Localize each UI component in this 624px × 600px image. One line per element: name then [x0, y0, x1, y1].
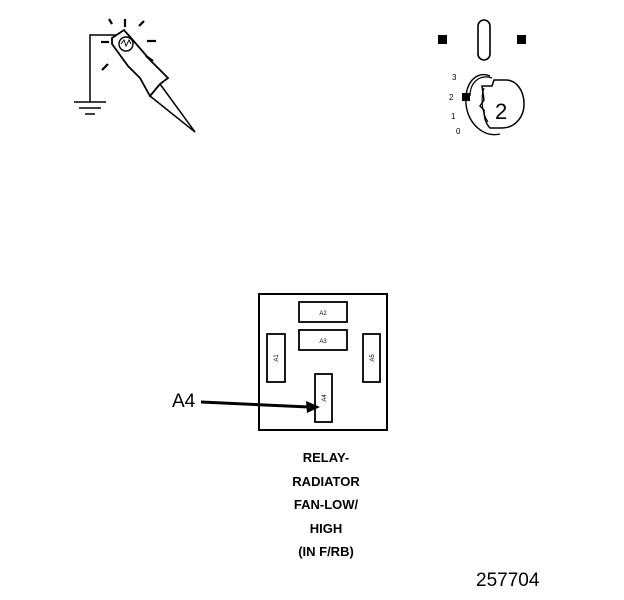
cavity-a5-label: A5: [370, 354, 376, 362]
cavity-a1-label: A1: [274, 354, 280, 362]
cavity-a4-label: A4: [322, 394, 328, 402]
relay-connector: A2 A3 A1 A5 A4: [258, 293, 388, 431]
relay-cavity-a3: A3: [298, 329, 348, 351]
lamp-glow-rays: [101, 18, 156, 71]
caption-line-5: (IN F/RB): [298, 544, 354, 559]
relay-cavity-a4: A4: [314, 373, 333, 423]
caption-line-3: FAN-LOW/: [293, 497, 359, 512]
position-1-label: 1: [451, 112, 456, 121]
test-lamp-probe-icon: [74, 28, 196, 133]
caption-line-2: RADIATOR: [292, 473, 360, 489]
cavity-a3-label: A3: [319, 339, 327, 345]
caption-line-4: HIGH: [309, 520, 343, 536]
caption-line-1: RELAY-: [302, 450, 350, 465]
figure-number: 257704: [476, 570, 540, 591]
relay-cavity-a1: A1: [266, 333, 286, 383]
position-0-label: 0: [456, 127, 461, 136]
position-3-label: 3: [452, 73, 457, 82]
callout-label: A4: [172, 391, 196, 412]
key-position-number: 2: [495, 99, 507, 124]
position-2-label: 2: [449, 93, 454, 102]
relay-caption: RELAY- RADIATOR FAN-LOW/ HIGH (IN F/RB): [256, 446, 396, 564]
relay-cavity-a2: A2: [298, 301, 348, 323]
cavity-a2-label: A2: [319, 311, 327, 317]
ignition-switch-icon: 2 3 2 1 0: [438, 19, 526, 136]
callout-arrow: [200, 400, 320, 413]
relay-cavity-a5: A5: [362, 333, 381, 383]
